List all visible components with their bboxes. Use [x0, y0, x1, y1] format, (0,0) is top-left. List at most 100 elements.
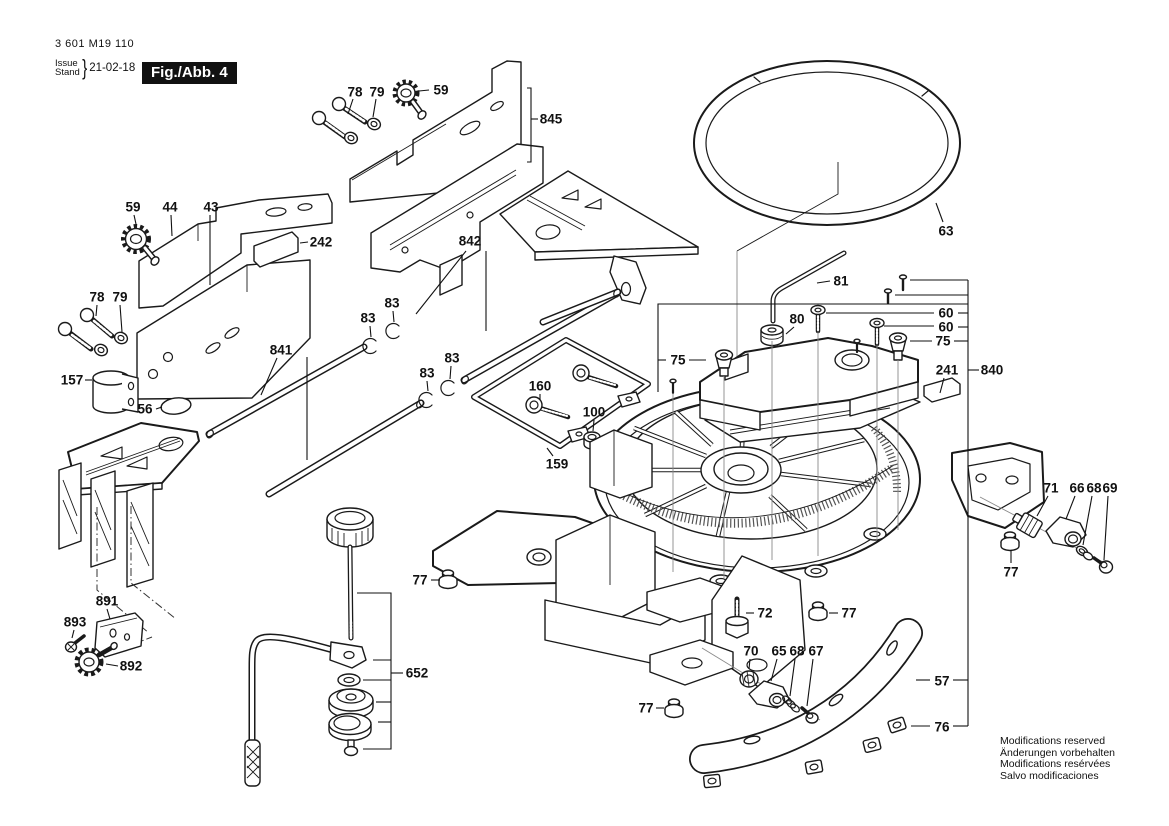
part-70-knurled-nut [739, 670, 759, 688]
issue-stand-labels: Issue Stand [55, 58, 80, 78]
leader-842-14-1 [415, 250, 467, 315]
part-number: 3 601 M19 110 [55, 38, 135, 50]
leader-83-12-0 [369, 325, 372, 338]
part-76-square-nuts [702, 716, 907, 789]
part-59-knob-top [392, 79, 427, 120]
callout-77: 77 [412, 573, 427, 588]
part-652-clamp-assembly [244, 507, 374, 787]
leader-78-9-0 [95, 304, 98, 317]
callout-841: 841 [270, 343, 293, 358]
leader-80-21-0 [785, 326, 795, 335]
callout-68: 68 [1086, 481, 1102, 496]
part-80-grommet [760, 324, 784, 347]
drawing-header: 3 601 M19 110 Issue Stand } 21-02-18 [55, 38, 135, 81]
callout-83: 83 [444, 351, 460, 366]
part-75-screws [714, 332, 908, 377]
part-extension-wing-left [58, 422, 200, 588]
callout-77: 77 [841, 606, 856, 621]
part-160-bolts [525, 364, 619, 420]
callout-81: 81 [833, 274, 849, 289]
note-fr: Modifications resérvées [1000, 758, 1111, 770]
callout-76: 76 [934, 720, 950, 735]
part-81-hex-key [770, 250, 847, 324]
callout-79: 79 [369, 85, 384, 100]
part-59-knob-left [121, 224, 160, 266]
callout-57: 57 [934, 674, 949, 689]
issue-label-de: Stand [55, 67, 80, 78]
callout-77: 77 [1003, 565, 1018, 580]
part-57-curved-segment [689, 618, 923, 774]
callout-70: 70 [743, 644, 758, 659]
part-base-casting [432, 510, 806, 689]
callout-83: 83 [384, 296, 400, 311]
leader-79-10-0 [119, 304, 123, 333]
part-842-guide-rods [460, 288, 622, 385]
leader-59-2-0 [418, 89, 430, 92]
part-241-label-plate [923, 377, 961, 403]
callout-78: 78 [347, 85, 363, 100]
issue-brace: } [81, 55, 88, 80]
leader-63-4-0 [935, 202, 944, 223]
part-small-pins [669, 274, 908, 395]
leader-159-19-0 [546, 447, 554, 457]
part-60-screws [810, 304, 885, 347]
leader-70-42-0 [748, 658, 751, 670]
callout-63: 63 [938, 224, 954, 239]
part-rail-mount-block [589, 429, 653, 499]
callout-652: 652 [406, 666, 429, 681]
part-68-washers [1075, 545, 1094, 561]
leader-841-13-0 [260, 357, 278, 396]
part-table-wing-right [499, 170, 699, 305]
callout-840: 840 [981, 363, 1004, 378]
part-68-spring [782, 695, 800, 713]
callout-845: 845 [540, 112, 563, 127]
part-77-flange-nuts [438, 531, 1020, 719]
part-43-fence-profile [136, 259, 311, 400]
callout-56: 56 [137, 402, 153, 417]
leader-100-18-0 [592, 419, 595, 432]
callout-60: 60 [938, 320, 953, 335]
callout-242: 242 [310, 235, 333, 250]
part-157-sleeve [92, 370, 139, 414]
leader-65-43-0 [770, 658, 778, 682]
issue-date: 21-02-18 [89, 62, 136, 74]
callout-79: 79 [112, 290, 127, 305]
callout-68: 68 [789, 644, 805, 659]
part-840-arm [699, 337, 921, 443]
part-79-washers-left [93, 331, 129, 357]
callout-83: 83 [360, 311, 376, 326]
part-892-star-knob [74, 641, 118, 677]
part-841-guide-rods [205, 343, 425, 498]
figure-label-box: Fig./Abb. 4 [142, 62, 237, 84]
leader-83-11-0 [392, 310, 395, 323]
callout-80: 80 [789, 312, 804, 327]
leader-83-16-0 [426, 380, 429, 392]
assembly-alignment-lines [672, 331, 899, 578]
callout-891: 891 [96, 594, 119, 609]
callout-43: 43 [203, 200, 219, 215]
callout-842: 842 [459, 234, 482, 249]
callout-59: 59 [125, 200, 140, 215]
callout-59: 59 [433, 83, 448, 98]
callout-77: 77 [638, 701, 653, 716]
issue-row: Issue Stand } 21-02-18 [55, 55, 135, 81]
part-44-fence-profile [138, 193, 333, 309]
part-63-table-ring [693, 60, 961, 226]
note-es: Salvo modificaciones [1000, 769, 1099, 782]
leader-68-44-0 [789, 658, 796, 697]
callout-160: 160 [529, 379, 552, 394]
callout-75: 75 [935, 334, 951, 349]
leader-68-32-0 [1082, 495, 1093, 546]
part-78-bolts-top [311, 96, 368, 140]
callout-66: 66 [1069, 481, 1085, 496]
leader-241-26-0 [939, 377, 945, 394]
part-67-screw [800, 706, 819, 724]
callout-60: 60 [938, 306, 953, 321]
callout-83: 83 [419, 366, 435, 381]
part-72-bolt [725, 596, 749, 639]
leader-81-20-0 [816, 280, 831, 284]
part-845-fence-assembly [349, 60, 544, 296]
part-891-plate [94, 612, 144, 658]
